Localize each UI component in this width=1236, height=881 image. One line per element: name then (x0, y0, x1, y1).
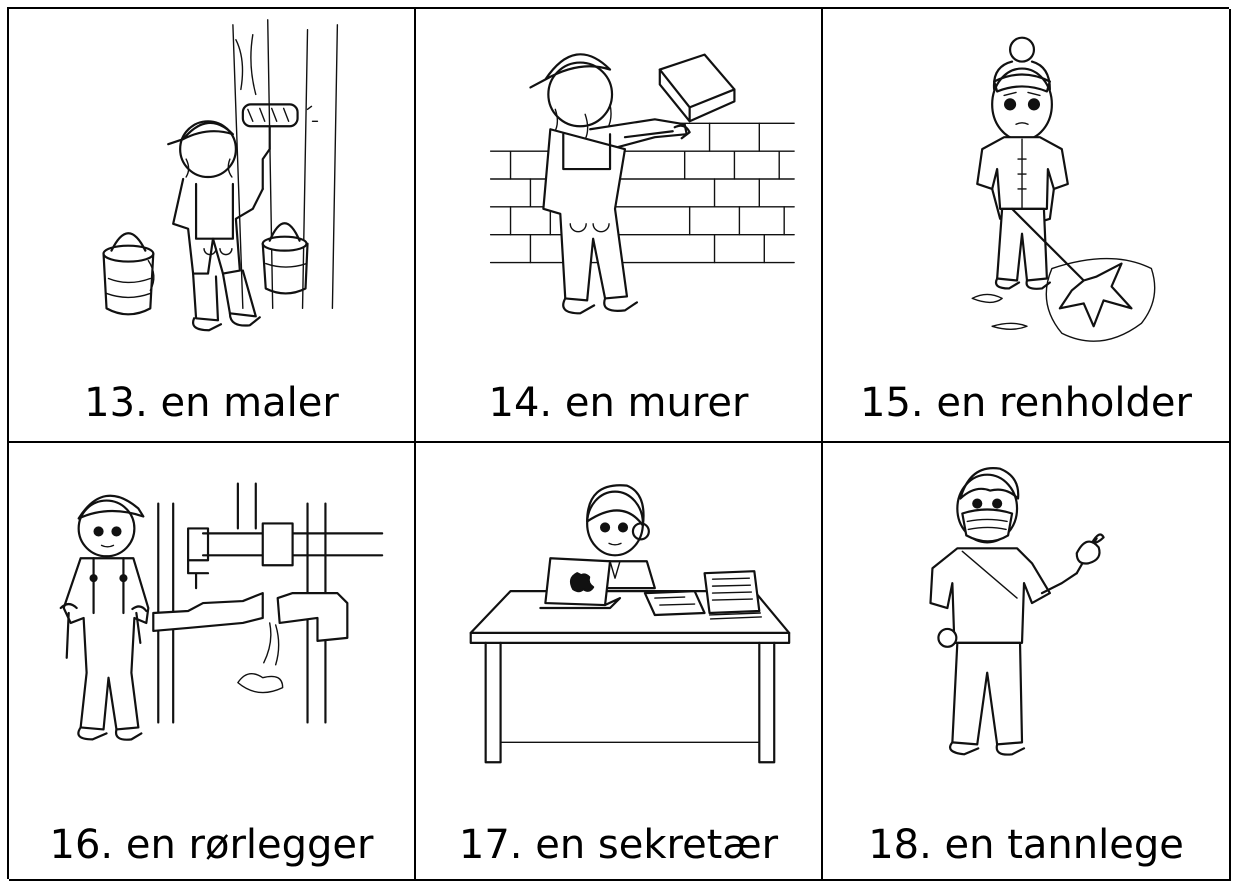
painter-illustration (9, 9, 414, 349)
card-label: 17. en sekretær (458, 822, 779, 868)
card-cleaner: 15. en renholder (823, 9, 1231, 443)
card-label: 14. en murer (488, 380, 749, 426)
card-label: 15. en renholder (860, 380, 1192, 426)
flashcard-grid: 13. en maler (7, 7, 1231, 881)
card-secretary: 17. en sekretær (416, 443, 823, 881)
card-dentist: 18. en tannlege (823, 443, 1231, 881)
card-label: 18. en tannlege (868, 822, 1184, 868)
dentist-illustration (823, 443, 1229, 783)
bricklayer-illustration (416, 9, 821, 349)
card-plumber: 16. en rørlegger (9, 443, 416, 881)
secretary-illustration (416, 443, 821, 783)
cleaner-illustration (823, 9, 1229, 349)
card-label: 13. en maler (84, 380, 339, 426)
card-label: 16. en rørlegger (49, 822, 374, 868)
card-painter: 13. en maler (9, 9, 416, 443)
card-bricklayer: 14. en murer (416, 9, 823, 443)
plumber-illustration (9, 443, 414, 783)
